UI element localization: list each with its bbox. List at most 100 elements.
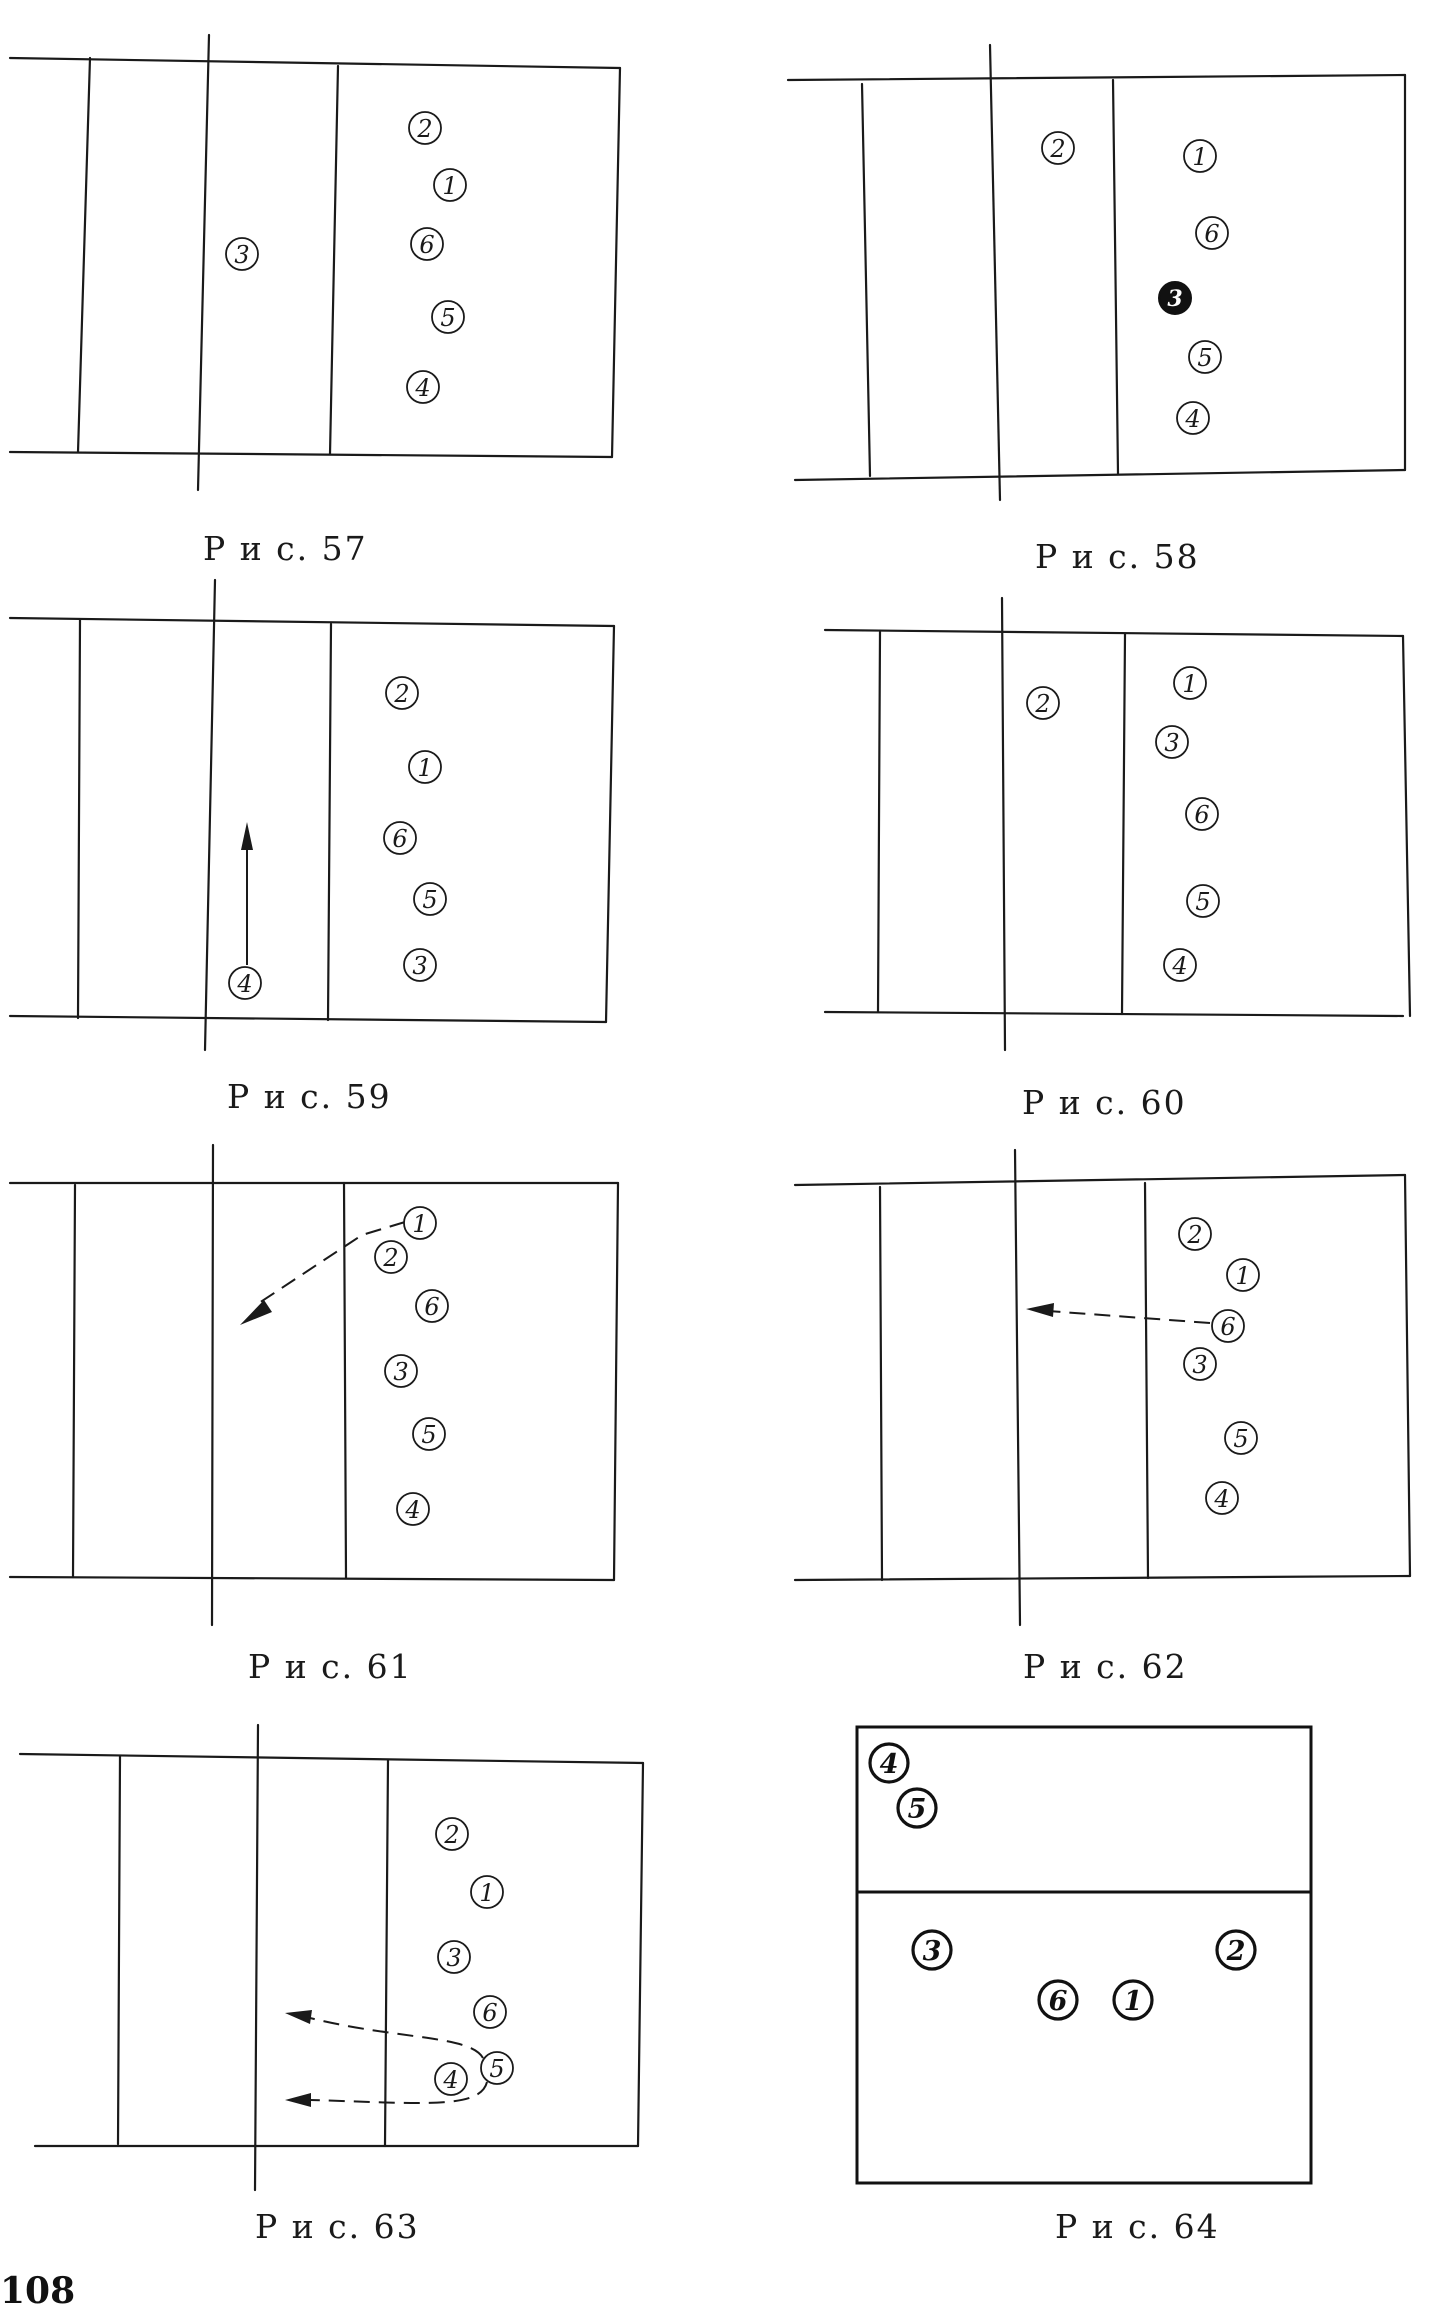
caption-64: Р и с. 64 xyxy=(1055,2207,1220,2246)
svg-text:2: 2 xyxy=(416,115,432,143)
svg-text:5: 5 xyxy=(1197,344,1212,372)
svg-text:2: 2 xyxy=(382,1244,398,1272)
player-60-4: 4 xyxy=(1163,948,1197,982)
svg-text:3: 3 xyxy=(234,241,249,269)
svg-text:4: 4 xyxy=(404,1496,420,1524)
player-63-3: 3 xyxy=(437,1940,471,1974)
player-61-6: 6 xyxy=(415,1289,449,1323)
court-64 xyxy=(855,1725,1313,2185)
player-61-4: 4 xyxy=(396,1492,430,1526)
player-57-5: 5 xyxy=(431,300,465,334)
player-63-2: 2 xyxy=(435,1817,469,1851)
figure-58: 2 1 6 3 5 4 Р и с. 58 xyxy=(786,43,1407,576)
player-63-4: 4 xyxy=(434,2062,468,2096)
player-64-1: 1 xyxy=(1112,1979,1154,2021)
svg-text:2: 2 xyxy=(1186,1221,1202,1249)
figure-64: 4 5 3 2 6 1 Р и с. 64 xyxy=(855,1725,1313,2246)
player-60-2: 2 xyxy=(1026,686,1060,720)
svg-text:4: 4 xyxy=(1171,952,1187,980)
svg-text:4: 4 xyxy=(1213,1485,1229,1513)
court-61 xyxy=(8,1143,620,1627)
svg-text:4: 4 xyxy=(880,1749,899,1780)
player-57-1: 1 xyxy=(433,168,467,202)
figure-57: 2 1 6 5 4 3 Р и с. 57 xyxy=(8,33,622,568)
player-58-5: 5 xyxy=(1188,340,1222,374)
svg-text:3: 3 xyxy=(393,1358,408,1386)
player-59-2: 2 xyxy=(385,676,419,710)
player-61-3: 3 xyxy=(384,1354,418,1388)
player-64-4: 4 xyxy=(868,1742,910,1784)
svg-text:4: 4 xyxy=(1184,405,1200,433)
player-61-1: 1 xyxy=(403,1206,437,1240)
figure-61: 1 2 6 3 5 4 Р и с. 61 xyxy=(8,1143,620,1686)
player-58-4: 4 xyxy=(1176,401,1210,435)
player-59-6: 6 xyxy=(383,821,417,855)
player-60-3: 3 xyxy=(1155,725,1189,759)
player-62-5: 5 xyxy=(1224,1421,1258,1455)
player-60-5: 5 xyxy=(1186,884,1220,918)
svg-text:1: 1 xyxy=(1182,670,1197,698)
svg-text:5: 5 xyxy=(1195,888,1210,916)
svg-text:2: 2 xyxy=(393,680,409,708)
svg-text:3: 3 xyxy=(1192,1351,1207,1379)
movement-arrow-62 xyxy=(1026,1303,1211,1324)
player-58-6: 6 xyxy=(1195,216,1229,250)
player-57-2: 2 xyxy=(408,111,442,145)
caption-58: Р и с. 58 xyxy=(1035,537,1200,576)
figure-63: 2 1 3 6 5 4 Р и с. 63 xyxy=(18,1723,645,2246)
player-63-6: 6 xyxy=(473,1995,507,2029)
player-58-2: 2 xyxy=(1041,131,1075,165)
player-59-1: 1 xyxy=(408,750,442,784)
player-61-5: 5 xyxy=(412,1417,446,1451)
svg-text:3: 3 xyxy=(412,952,427,980)
player-58-3: 3 xyxy=(1158,281,1192,315)
player-64-6: 6 xyxy=(1037,1979,1079,2021)
player-62-3: 3 xyxy=(1183,1347,1217,1381)
svg-text:1: 1 xyxy=(412,1210,427,1238)
svg-text:5: 5 xyxy=(489,2055,504,2083)
court-59 xyxy=(8,578,616,1052)
svg-text:1: 1 xyxy=(1235,1262,1250,1290)
player-59-3: 3 xyxy=(403,948,437,982)
svg-text:2: 2 xyxy=(1034,690,1050,718)
svg-text:6: 6 xyxy=(1194,801,1209,829)
svg-text:2: 2 xyxy=(1049,135,1065,163)
svg-text:1: 1 xyxy=(1192,143,1207,171)
svg-text:3: 3 xyxy=(446,1944,461,1972)
figure-59: 2 1 6 5 3 4 Р и с. 59 xyxy=(8,578,616,1116)
svg-text:6: 6 xyxy=(482,1999,497,2027)
caption-59: Р и с. 59 xyxy=(227,1077,392,1116)
player-62-6: 6 xyxy=(1211,1309,1245,1343)
svg-text:6: 6 xyxy=(424,1293,439,1321)
svg-text:2: 2 xyxy=(1226,1936,1246,1967)
movement-arrow-59 xyxy=(241,822,253,965)
player-59-5: 5 xyxy=(413,882,447,916)
player-64-5: 5 xyxy=(896,1787,938,1829)
svg-text:6: 6 xyxy=(1204,220,1219,248)
court-60 xyxy=(823,596,1412,1052)
player-60-6: 6 xyxy=(1185,797,1219,831)
svg-text:6: 6 xyxy=(419,231,434,259)
page-number: 108 xyxy=(0,2270,75,2311)
svg-text:5: 5 xyxy=(421,1421,436,1449)
player-57-6: 6 xyxy=(410,227,444,261)
svg-text:4: 4 xyxy=(236,970,252,998)
svg-text:5: 5 xyxy=(422,886,437,914)
player-57-4: 4 xyxy=(406,370,440,404)
svg-text:6: 6 xyxy=(392,825,407,853)
figure-60: 2 1 3 6 5 4 Р и с. 60 xyxy=(823,596,1412,1122)
caption-61: Р и с. 61 xyxy=(248,1647,413,1686)
svg-text:2: 2 xyxy=(443,1821,459,1849)
player-64-2: 2 xyxy=(1215,1929,1257,1971)
court-63 xyxy=(18,1723,645,2192)
player-64-3: 3 xyxy=(911,1929,953,1971)
svg-text:1: 1 xyxy=(417,754,432,782)
player-61-2: 2 xyxy=(374,1240,408,1274)
court-58 xyxy=(786,43,1407,502)
player-63-5: 5 xyxy=(480,2051,514,2085)
caption-63: Р и с. 63 xyxy=(255,2207,420,2246)
caption-57: Р и с. 57 xyxy=(203,529,368,568)
court-62 xyxy=(793,1148,1412,1627)
player-62-2: 2 xyxy=(1178,1217,1212,1251)
